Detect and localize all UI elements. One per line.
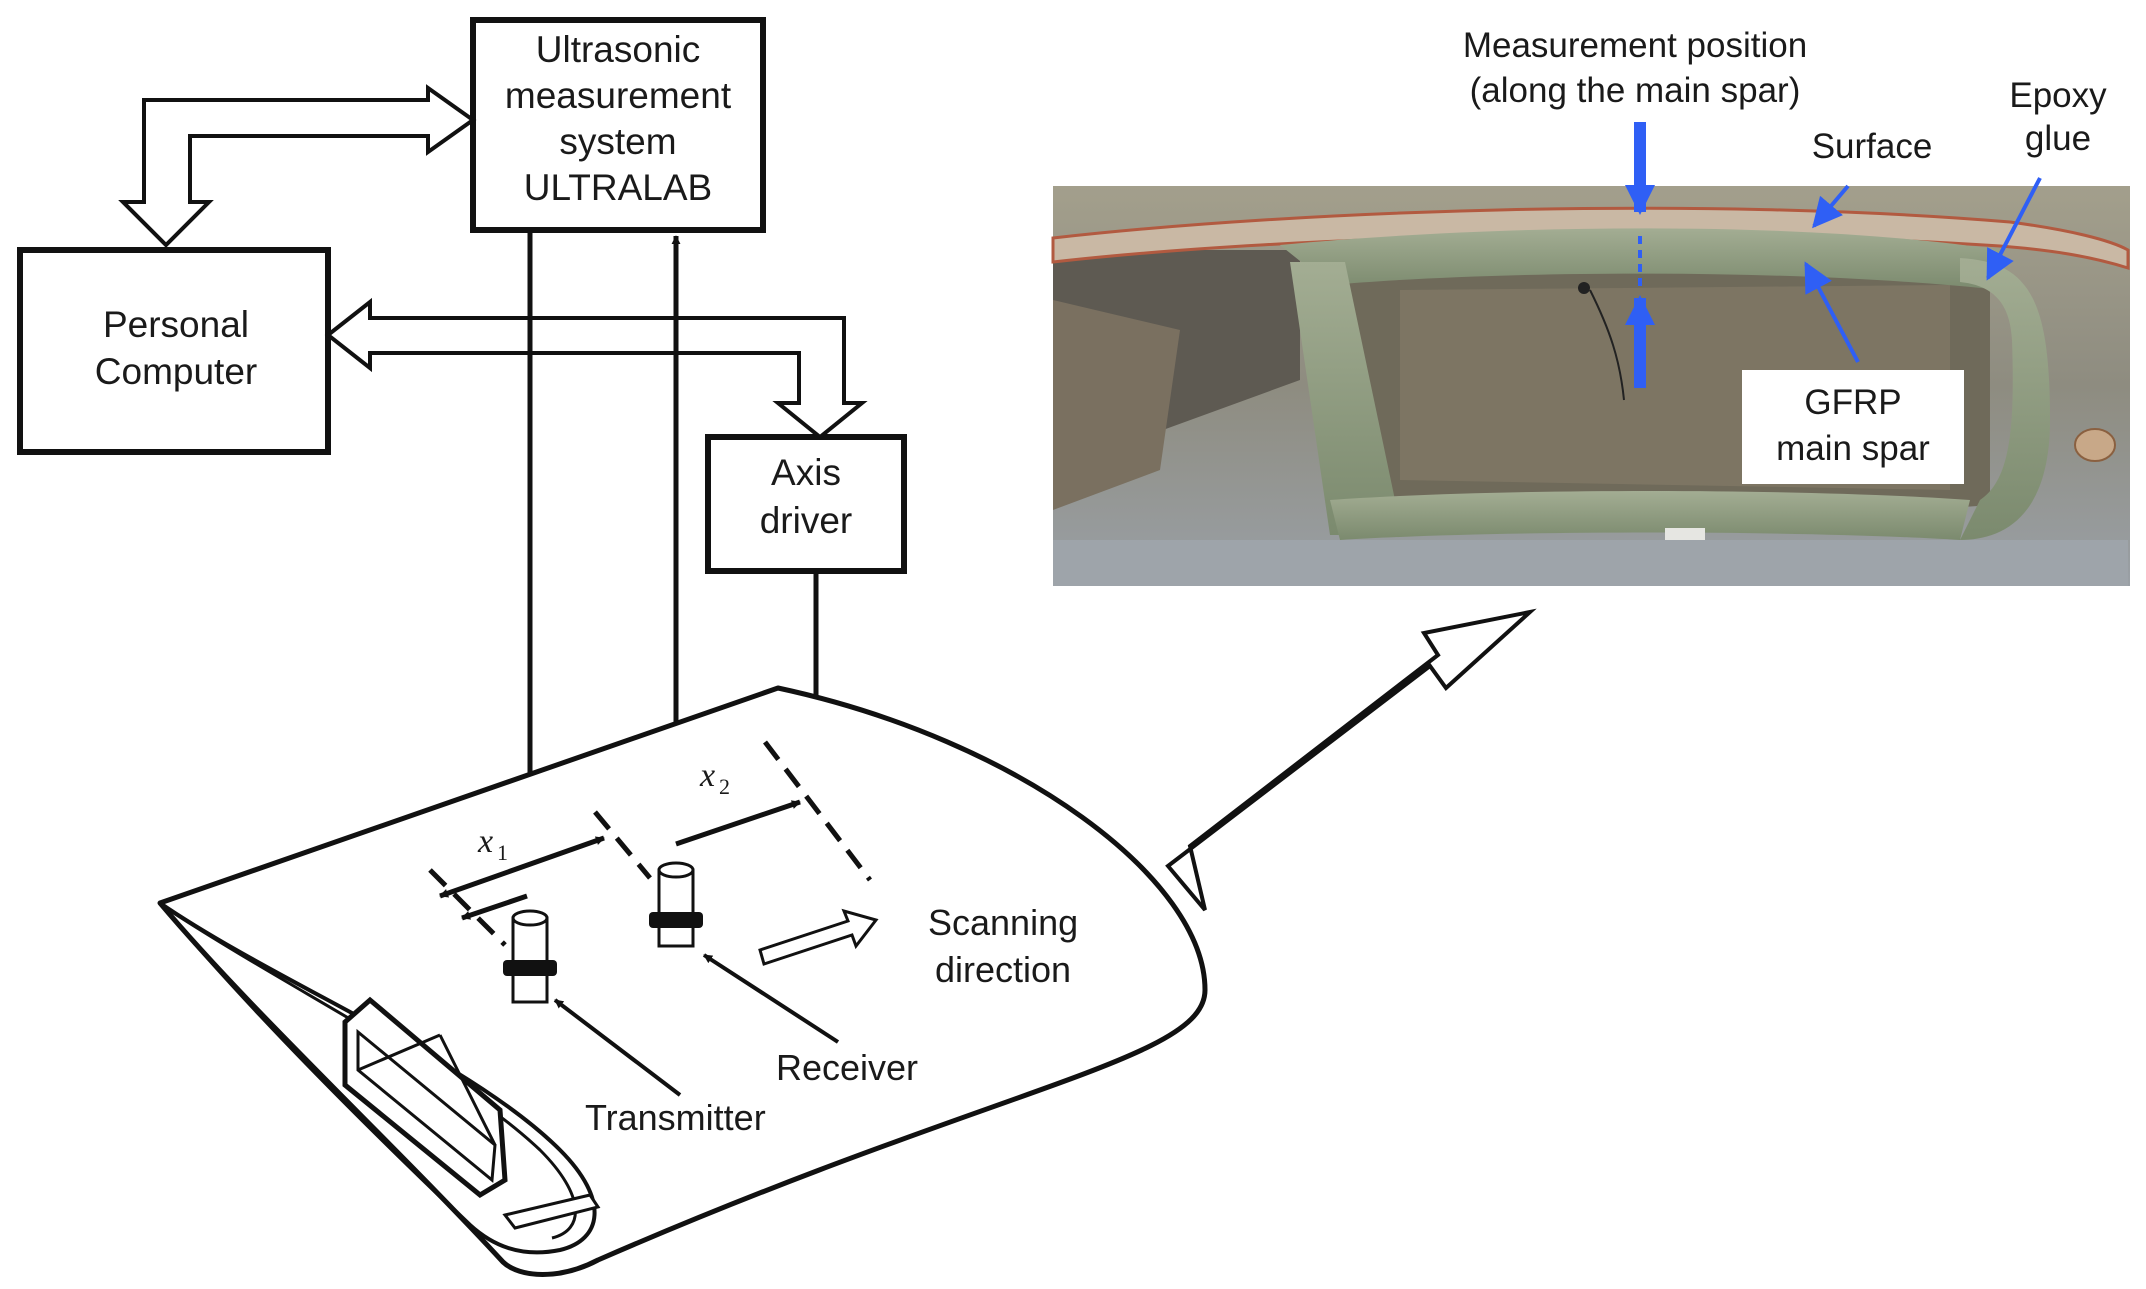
gfrp-pointer bbox=[1804, 261, 1860, 363]
surface-pointer bbox=[1812, 184, 1850, 229]
surface-label: Surface bbox=[1812, 127, 1933, 166]
spar-cross-section-photo bbox=[1051, 186, 2130, 586]
scanning-direction-line-1: Scanning bbox=[928, 902, 1078, 943]
computer-axis-hollow-arrow bbox=[324, 297, 868, 440]
ultrasonic-system-box: Ultrasonic measurement system ULTRALAB bbox=[470, 17, 766, 233]
transmitter-leader-arrow bbox=[553, 998, 682, 1097]
measurement-position-line-2: (along the main spar) bbox=[1470, 71, 1801, 110]
gfrp-label-line-1: GFRP bbox=[1804, 383, 1901, 422]
x2-dimension-arrow bbox=[675, 799, 801, 847]
axis-box-line-2: driver bbox=[760, 500, 853, 541]
gfrp-label-box bbox=[1742, 370, 1964, 484]
axis-box-line-1: Axis bbox=[771, 452, 841, 493]
x2-subscript: 2 bbox=[719, 774, 730, 799]
scanning-direction-arrow bbox=[758, 908, 879, 966]
wing-to-photo-hollow-arrow bbox=[1165, 608, 1537, 912]
scanning-direction-line-2: direction bbox=[935, 949, 1071, 990]
dashed-ref-line-2 bbox=[593, 810, 652, 880]
computer-box-line-1: Personal bbox=[103, 304, 249, 345]
ultrasonic-box-line-1: Ultrasonic bbox=[536, 29, 701, 70]
dashed-ref-line-3 bbox=[763, 740, 872, 882]
receiver-leader-arrow bbox=[702, 953, 840, 1044]
personal-computer-box: Personal Computer bbox=[17, 247, 331, 455]
epoxy-pointer bbox=[1986, 177, 2042, 281]
ultrasonic-box-line-3: system bbox=[559, 121, 676, 162]
transmitter-label: Transmitter bbox=[585, 1097, 766, 1138]
computer-box-line-2: Computer bbox=[95, 351, 257, 392]
x1-dimension-arrow bbox=[439, 835, 605, 899]
receiver-label: Receiver bbox=[776, 1047, 918, 1088]
receiver-probe bbox=[649, 861, 703, 948]
x-total-dimension-arrow bbox=[461, 893, 528, 921]
x1-subscript: 1 bbox=[497, 840, 508, 865]
epoxy-label-line-1: Epoxy bbox=[2009, 76, 2107, 115]
epoxy-label-line-2: glue bbox=[2025, 119, 2091, 158]
axis-driver-box: Axis driver bbox=[705, 434, 907, 574]
computer-ultrasonic-hollow-arrow bbox=[118, 84, 477, 248]
gfrp-label-line-2: main spar bbox=[1776, 429, 1930, 468]
ultrasonic-box-line-4: ULTRALAB bbox=[524, 167, 713, 208]
measurement-position-line-1: Measurement position bbox=[1463, 26, 1807, 65]
x2-label: x bbox=[699, 757, 715, 794]
x1-label: x bbox=[477, 823, 493, 860]
transmitter-probe bbox=[503, 909, 557, 1004]
ultrasonic-box-line-2: measurement bbox=[505, 75, 732, 116]
wing-section bbox=[157, 685, 1208, 1277]
